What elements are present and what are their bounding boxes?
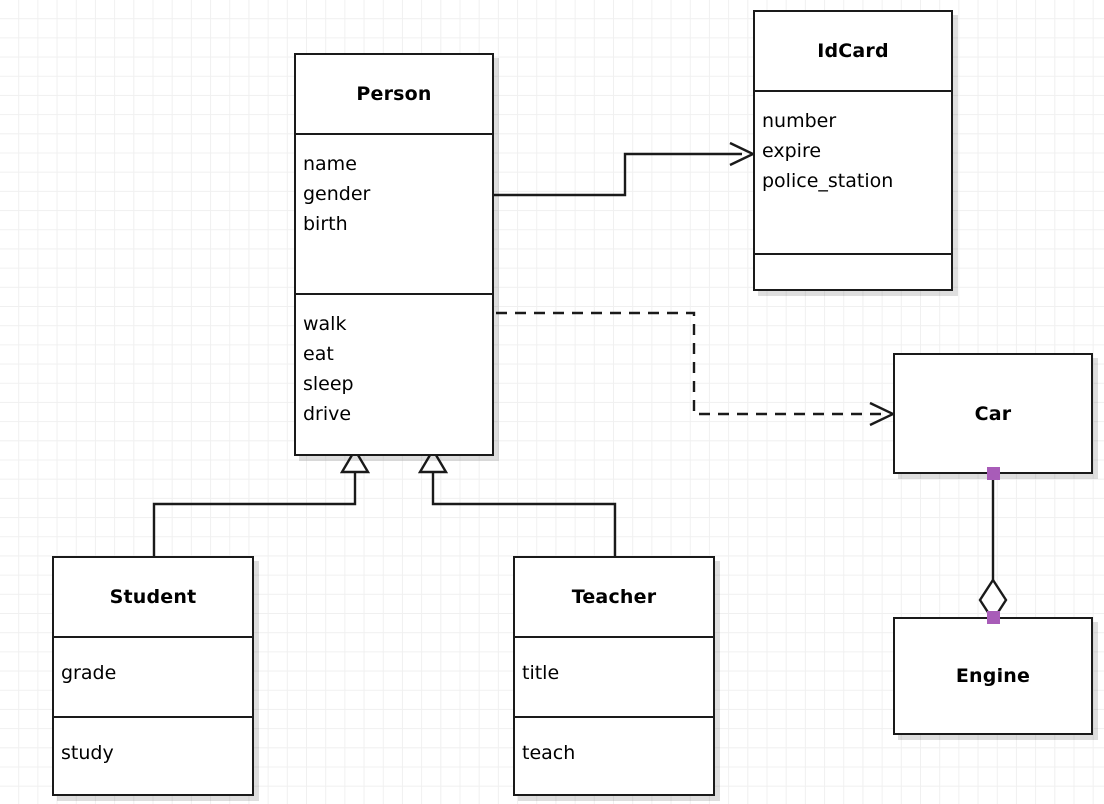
class-box-person[interactable]: Person name gender birth walk eat sleep … <box>294 53 494 456</box>
connector-handle-car-bottom[interactable] <box>987 467 1000 480</box>
class-name-car: Car <box>974 402 1012 425</box>
edge-student-person <box>152 470 357 556</box>
method-item: teach <box>522 742 576 764</box>
class-box-idcard[interactable]: IdCard number expire police_station <box>753 10 953 291</box>
class-box-engine[interactable]: Engine <box>893 617 1093 735</box>
attribute-item: expire <box>762 140 822 162</box>
class-name-person: Person <box>356 83 432 105</box>
class-box-teacher[interactable]: Teacher title teach <box>513 556 715 796</box>
arrowhead-open-idcard <box>729 141 756 167</box>
arrowhead-open-car <box>869 401 896 427</box>
class-name-teacher: Teacher <box>571 586 657 608</box>
method-item: eat <box>303 343 334 365</box>
method-item: drive <box>303 403 352 425</box>
class-methods-person: walk eat sleep drive <box>296 293 492 454</box>
attribute-item: title <box>522 662 560 684</box>
attribute-item: police_station <box>762 170 894 192</box>
class-name-engine: Engine <box>955 665 1031 687</box>
edge-person-car <box>496 311 882 416</box>
class-methods-student: study <box>54 716 252 794</box>
class-attributes-student: grade <box>54 636 252 716</box>
class-box-car[interactable]: Car <box>893 353 1093 474</box>
method-item: study <box>61 742 114 764</box>
attribute-item: gender <box>303 183 371 205</box>
method-item: sleep <box>303 373 354 395</box>
method-item: walk <box>303 313 347 335</box>
class-attributes-teacher: title <box>515 636 713 716</box>
edge-teacher-person <box>431 470 617 556</box>
class-name-idcard: IdCard <box>817 40 889 62</box>
edge-person-idcard <box>494 152 742 197</box>
class-methods-teacher: teach <box>515 716 713 794</box>
attribute-item: name <box>303 153 357 175</box>
attribute-item: birth <box>303 213 348 235</box>
class-methods-idcard <box>755 253 951 289</box>
attribute-item: grade <box>61 662 117 684</box>
connector-handle-engine-top[interactable] <box>987 611 1000 624</box>
class-attributes-idcard: number expire police_station <box>755 90 951 253</box>
class-attributes-person: name gender birth <box>296 133 492 293</box>
attribute-item: number <box>762 110 837 132</box>
class-box-student[interactable]: Student grade study <box>52 556 254 796</box>
class-name-student: Student <box>109 586 197 608</box>
